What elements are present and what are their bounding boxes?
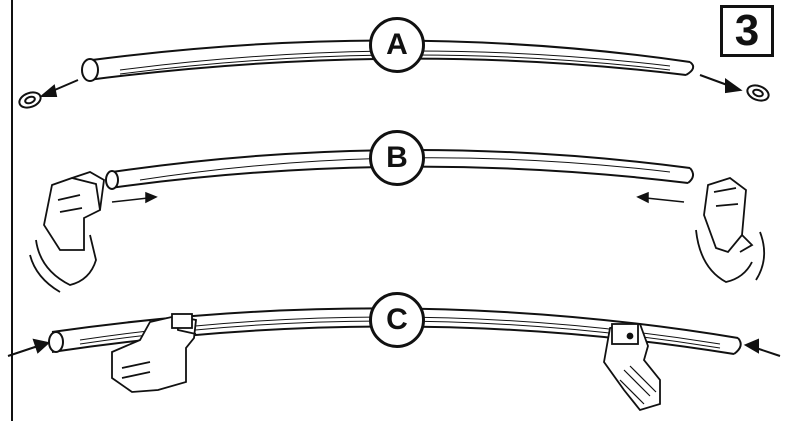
step-b-arrows [111,191,685,204]
step-b-left-hand-foot [29,171,105,293]
step-a-right-cap [746,84,770,102]
step-c-right-foot [603,323,661,412]
step-b-right-hand-foot [695,177,766,283]
step-a-arrows [39,74,743,97]
step-label-b: B [369,130,425,186]
step-a-left-cap [18,91,42,109]
step-number-badge: 3 [720,5,774,57]
step-c-left-foot [111,313,197,393]
step-c-arrows [7,338,781,357]
step-label-a: A [369,17,425,73]
step-label-c: C [369,292,425,348]
